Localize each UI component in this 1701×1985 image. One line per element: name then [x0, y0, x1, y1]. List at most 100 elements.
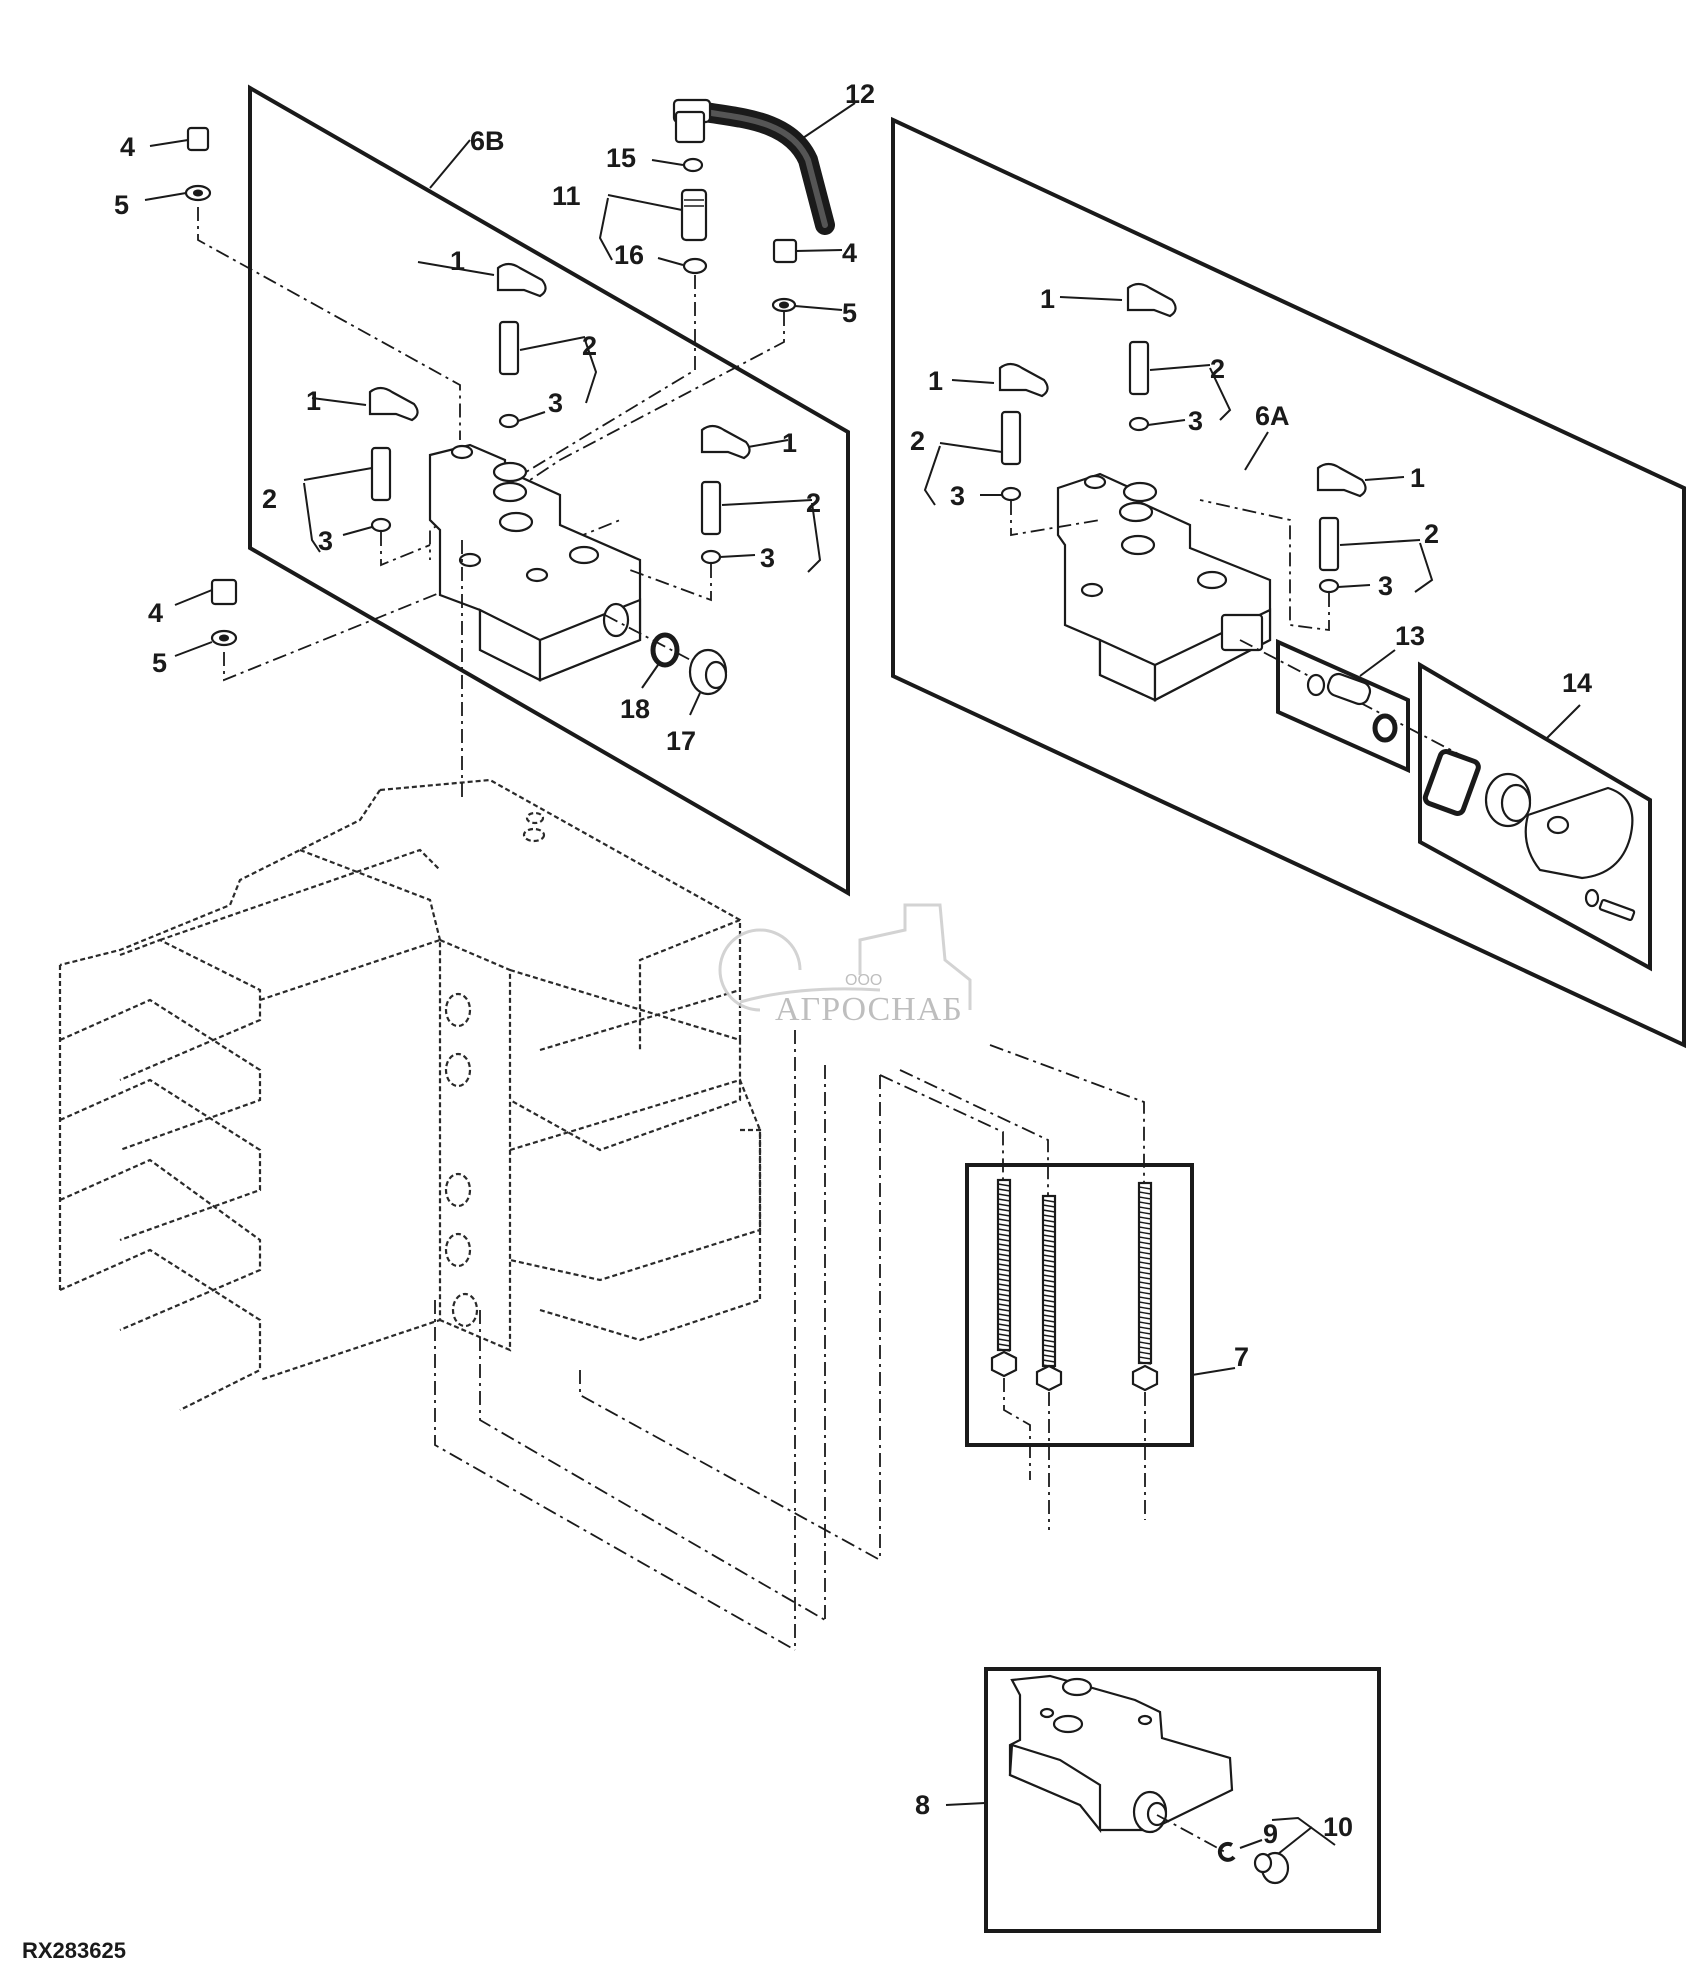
nut-icon	[772, 238, 798, 264]
callout-17[interactable]: 17	[666, 726, 696, 756]
fitting-set-6a-left: 1 2 3	[910, 362, 1101, 537]
thread-mark	[1042, 1219, 1056, 1223]
callout-4[interactable]: 4	[148, 598, 163, 628]
callout-12[interactable]: 12	[845, 79, 875, 109]
callout-1[interactable]: 1	[306, 386, 321, 416]
check-valve-spool-icon	[1326, 672, 1372, 706]
end-plate-icon	[1008, 1674, 1234, 1832]
coupler-icon	[1318, 516, 1340, 572]
o-ring-icon	[370, 517, 392, 533]
dust-cap-icon	[998, 362, 1049, 398]
thread-mark	[1138, 1256, 1152, 1260]
group-8: 8	[915, 1667, 1381, 1933]
thread-mark	[1042, 1334, 1056, 1338]
label-6b[interactable]: 6B	[470, 126, 505, 156]
thread-mark	[1042, 1259, 1056, 1263]
thread-mark	[1138, 1306, 1152, 1310]
thread-mark	[997, 1213, 1011, 1217]
thread-mark	[1042, 1274, 1056, 1278]
thread-mark	[1138, 1276, 1152, 1280]
coupler-icon	[1000, 410, 1022, 466]
panel-14-outline	[1418, 661, 1652, 972]
fitting-set-6b-left: 1 2 3	[262, 386, 431, 567]
callout-1[interactable]: 1	[928, 366, 943, 396]
watermark-brand: АГРОСНАБ	[775, 991, 963, 1028]
thread-mark	[1138, 1186, 1152, 1190]
callout-16[interactable]: 16	[614, 240, 644, 270]
callout-2[interactable]: 2	[1210, 354, 1225, 384]
thread-mark	[1042, 1269, 1056, 1273]
callout-3[interactable]: 3	[318, 526, 333, 556]
thread-mark	[1138, 1236, 1152, 1240]
thread-mark	[1042, 1214, 1056, 1218]
callout-3[interactable]: 3	[760, 543, 775, 573]
label-13[interactable]: 13	[1395, 621, 1425, 651]
thread-mark	[1042, 1324, 1056, 1328]
callout-3[interactable]: 3	[1378, 571, 1393, 601]
o-ring-icon	[1000, 486, 1022, 502]
o-ring-icon	[498, 413, 520, 429]
callout-2[interactable]: 2	[582, 331, 597, 361]
label-7[interactable]: 7	[1234, 1342, 1249, 1372]
callout-1[interactable]: 1	[782, 428, 797, 458]
harvester-logo-icon	[858, 903, 972, 1010]
panel-6b-outline	[248, 84, 850, 897]
callout-4[interactable]: 4	[120, 132, 135, 162]
callout-11[interactable]: 11	[552, 181, 581, 211]
thread-mark	[1042, 1264, 1056, 1268]
callout-18[interactable]: 18	[620, 694, 650, 724]
thread-mark	[997, 1343, 1011, 1347]
end-cover-icon	[1524, 786, 1634, 880]
callout-2[interactable]: 2	[910, 426, 925, 456]
callout-3[interactable]: 3	[548, 388, 563, 418]
thread-mark	[1138, 1361, 1152, 1365]
callout-1[interactable]: 1	[450, 246, 465, 276]
thread-mark	[1138, 1336, 1152, 1340]
thread-mark	[1042, 1339, 1056, 1343]
thread-mark	[1138, 1316, 1152, 1320]
label-14[interactable]: 14	[1562, 668, 1592, 698]
thread-mark	[1042, 1279, 1056, 1283]
valve-stack-ghost	[58, 778, 762, 1411]
thread-mark	[1042, 1344, 1056, 1348]
group-6b: 6B	[248, 84, 850, 897]
coupler-icon	[1128, 340, 1150, 396]
callout-3[interactable]: 3	[950, 481, 965, 511]
callout-5[interactable]: 5	[842, 298, 857, 328]
callout-4[interactable]: 4	[842, 238, 857, 268]
thread-mark	[1042, 1299, 1056, 1303]
watermark: ООО АГРОСНАБ	[718, 903, 972, 1028]
callout-2[interactable]: 2	[262, 484, 277, 514]
thread-mark	[997, 1183, 1011, 1187]
callout-5[interactable]: 5	[114, 190, 129, 220]
callout-1[interactable]: 1	[1410, 463, 1425, 493]
thread-mark	[1042, 1294, 1056, 1298]
thread-mark	[997, 1193, 1011, 1197]
fitting-set-6a-right: 1 2 3	[1199, 462, 1439, 632]
callout-2[interactable]: 2	[1424, 519, 1439, 549]
thread-mark	[997, 1258, 1011, 1262]
nut-washer-bottom-left: 4 5	[148, 519, 621, 682]
thread-mark	[997, 1238, 1011, 1242]
callout-9[interactable]: 9	[1263, 1819, 1278, 1849]
callout-5[interactable]: 5	[152, 648, 167, 678]
label-8[interactable]: 8	[915, 1790, 930, 1820]
callout-2[interactable]: 2	[806, 488, 821, 518]
callout-1[interactable]: 1	[1040, 284, 1055, 314]
bolt-icon	[1598, 898, 1636, 922]
thread-mark	[1138, 1191, 1152, 1195]
hex-nut-icon	[1131, 1364, 1159, 1392]
thread-mark	[997, 1333, 1011, 1337]
fitting-set-6a-center: 1 2 3	[1040, 282, 1232, 436]
callout-15[interactable]: 15	[606, 143, 636, 173]
thread-mark	[1138, 1221, 1152, 1225]
thread-mark	[1042, 1209, 1056, 1213]
thread-mark	[1042, 1349, 1056, 1353]
thread-mark	[997, 1308, 1011, 1312]
callout-3[interactable]: 3	[1188, 406, 1203, 436]
thread-mark	[1138, 1326, 1152, 1330]
dust-cap-icon	[700, 424, 751, 460]
callout-10[interactable]: 10	[1323, 1812, 1353, 1842]
label-6a[interactable]: 6A	[1255, 401, 1290, 431]
